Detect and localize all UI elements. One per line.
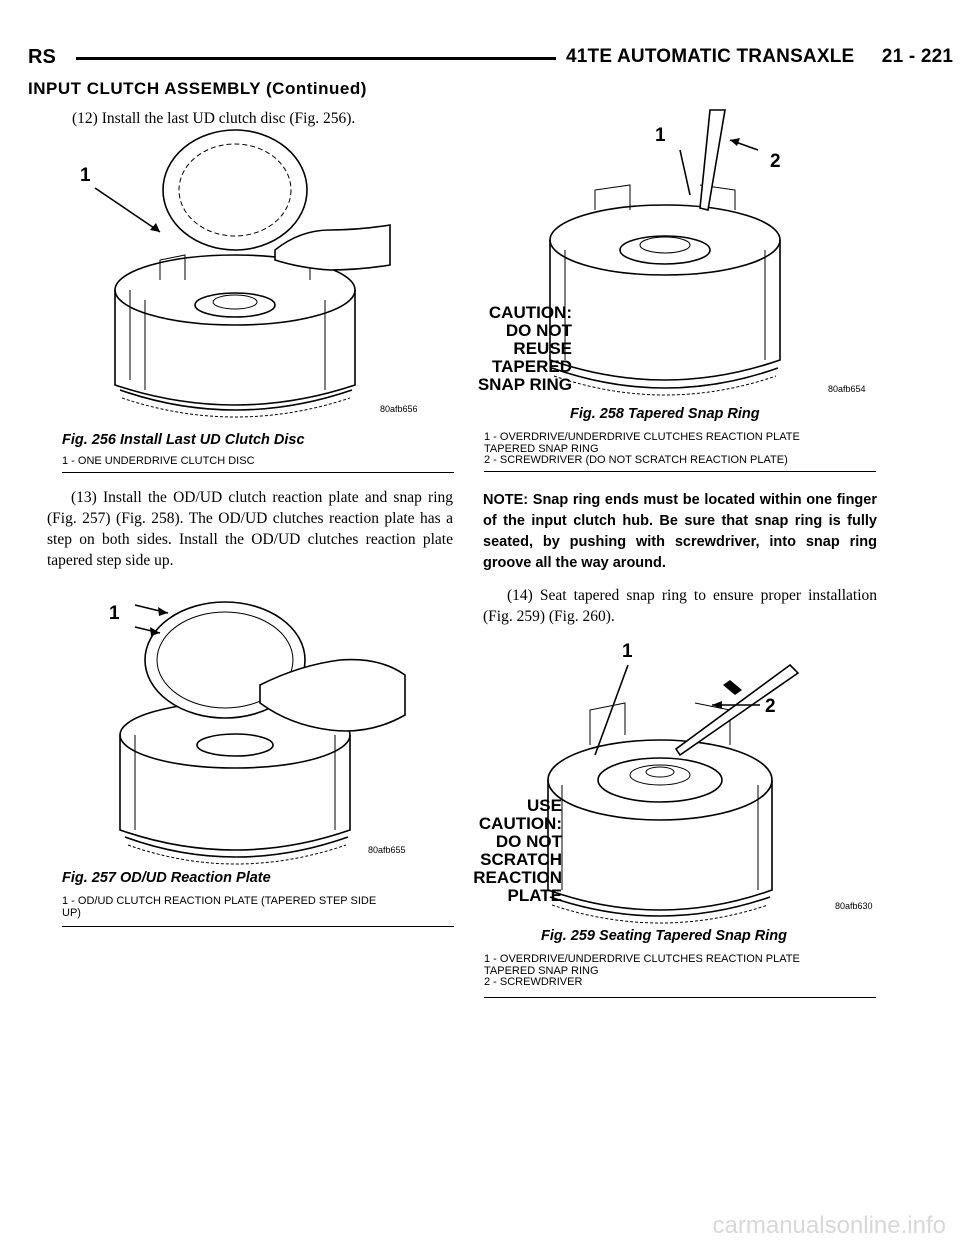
fig259-callout-2: 2 [765,696,776,717]
fig258-callout-1: 1 [655,125,666,146]
fig256-legend: 1 - ONE UNDERDRIVE CLUTCH DISC [62,455,255,467]
step-13: (13) Install the OD/UD clutch reaction p… [47,489,453,569]
page-header-right: 41TE AUTOMATIC TRANSAXLE 21 - 221 [566,46,954,67]
fig259-illustration [547,663,800,924]
fig257-illustration [119,601,406,865]
note-text: NOTE: Snap ring ends must be located wit… [483,492,877,571]
fig258-illustration [549,109,781,396]
page-header-left: RS [28,46,56,68]
fig257-code: 80afb655 [368,845,406,855]
fig258-rule [484,471,876,472]
step-12: (12) Install the last UD clutch disc (Fi… [72,110,356,127]
section-title: INPUT CLUTCH ASSEMBLY (Continued) [28,79,367,98]
fig257-title: Fig. 257 OD/UD Reaction Plate [62,870,271,886]
fig259-rule [484,997,876,998]
fig258-caution-text: CAUTION: DO NOT REUSE TAPERED SNAP RING [477,303,572,394]
fig259-legend: 1 - OVERDRIVE/UNDERDRIVE CLUTCHES REACTI… [484,953,800,988]
fig259-code: 80afb630 [835,901,873,911]
fig258-legend: 1 - OVERDRIVE/UNDERDRIVE CLUTCHES REACTI… [484,431,800,466]
fig256-code: 80afb656 [380,404,418,414]
fig259-callout-1: 1 [622,641,633,662]
fig257-legend: 1 - OD/UD CLUTCH REACTION PLATE (TAPERED… [62,895,377,919]
fig256-title: Fig. 256 Install Last UD Clutch Disc [62,432,305,448]
fig256-callout-1: 1 [80,165,91,186]
fig257-callout-1: 1 [109,603,120,624]
watermark: carmanualsonline.info [712,1212,946,1239]
fig259-caution-text: USE CAUTION: DO NOT SCRATCH REACTION PLA… [473,796,562,905]
fig258-callout-2: 2 [770,151,781,172]
header-rule [76,57,556,60]
fig259-title: Fig. 259 Seating Tapered Snap Ring [541,928,788,944]
fig257-rule [62,926,454,927]
fig258-title: Fig. 258 Tapered Snap Ring [570,406,760,422]
fig256-rule [62,472,454,473]
fig256-illustration [94,129,391,418]
step-14: (14) Seat tapered snap ring to ensure pr… [483,587,877,625]
fig258-code: 80afb654 [828,384,866,394]
